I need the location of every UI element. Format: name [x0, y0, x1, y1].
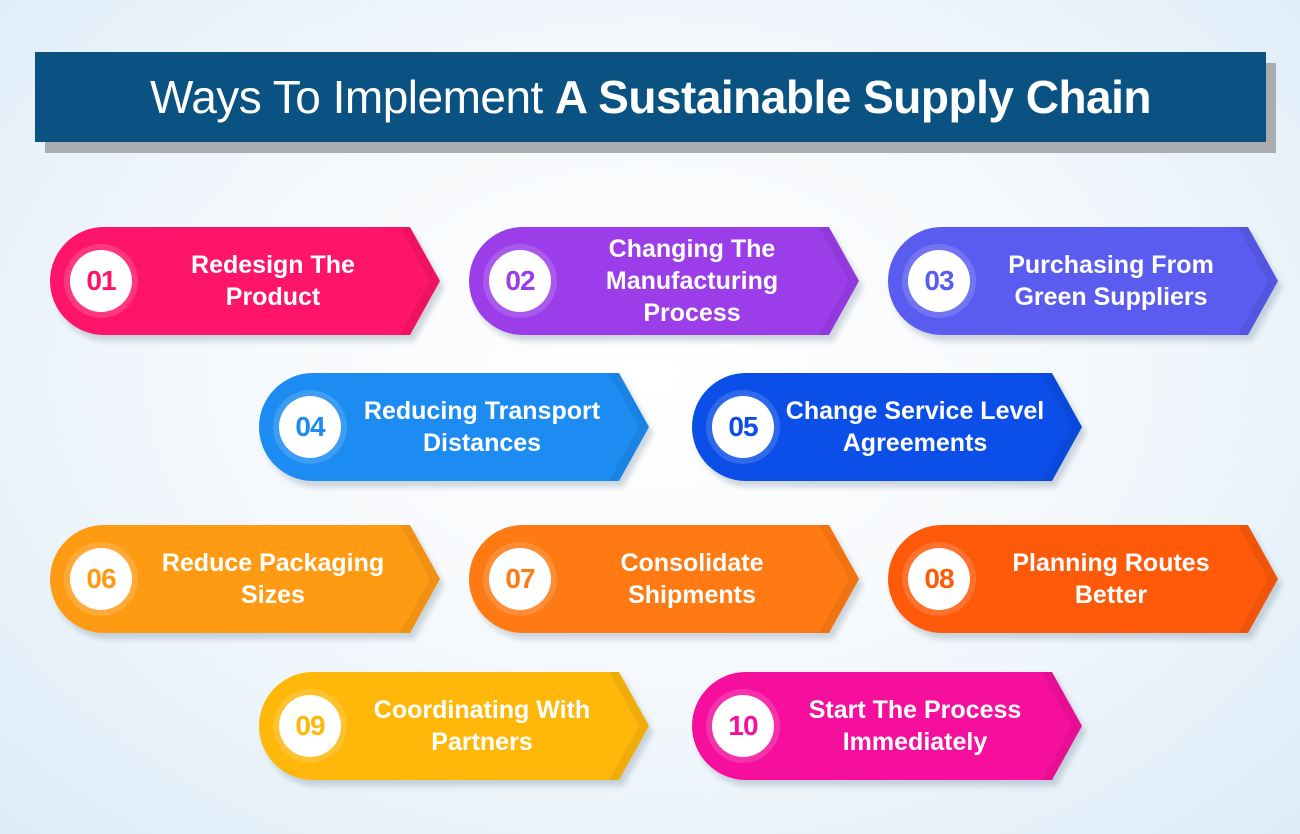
- step-label: Change Service Level Agreements: [785, 397, 1045, 457]
- step-number: 08: [908, 548, 970, 610]
- step-label: Purchasing From Green Suppliers: [1008, 251, 1214, 311]
- step-03: 03 Purchasing From Green Suppliers: [888, 227, 1278, 335]
- title-light: Ways To Implement: [149, 71, 543, 123]
- step-02: 02 Changing The Manufacturing Process: [469, 227, 859, 335]
- step-05: 05 Change Service Level Agreements: [692, 373, 1082, 481]
- step-label: Planning Routes Better: [1012, 549, 1210, 609]
- step-09: 09 Coordinating With Partners: [259, 672, 649, 780]
- step-number: 02: [489, 250, 551, 312]
- step-label: Reducing Transport Distances: [363, 397, 601, 457]
- step-number: 04: [279, 396, 341, 458]
- title-bold: A Sustainable Supply Chain: [554, 71, 1152, 123]
- step-number: 06: [70, 548, 132, 610]
- arrow-shape: [888, 227, 1278, 335]
- step-08: 08 Planning Routes Better: [888, 525, 1278, 633]
- step-number: 10: [712, 695, 774, 757]
- step-label: Consolidate Shipments: [620, 549, 764, 609]
- step-label: Changing The Manufacturing Process: [605, 235, 779, 327]
- step-04: 04 Reducing Transport Distances: [259, 373, 649, 481]
- step-label: Redesign The Product: [191, 251, 355, 311]
- step-number: 01: [70, 250, 132, 312]
- step-10: 10 Start The Process Immediately: [692, 672, 1082, 780]
- step-number: 07: [489, 548, 551, 610]
- page-title: Ways To Implement A Sustainable Supply C…: [35, 52, 1266, 142]
- step-01: 01 Redesign The Product: [50, 227, 440, 335]
- step-label: Coordinating With Partners: [373, 696, 591, 756]
- step-label: Reduce Packaging Sizes: [161, 549, 385, 609]
- step-number: 03: [908, 250, 970, 312]
- step-07: 07 Consolidate Shipments: [469, 525, 859, 633]
- step-06: 06 Reduce Packaging Sizes: [50, 525, 440, 633]
- step-label: Start The Process Immediately: [808, 696, 1022, 756]
- step-number: 09: [279, 695, 341, 757]
- step-number: 05: [712, 396, 774, 458]
